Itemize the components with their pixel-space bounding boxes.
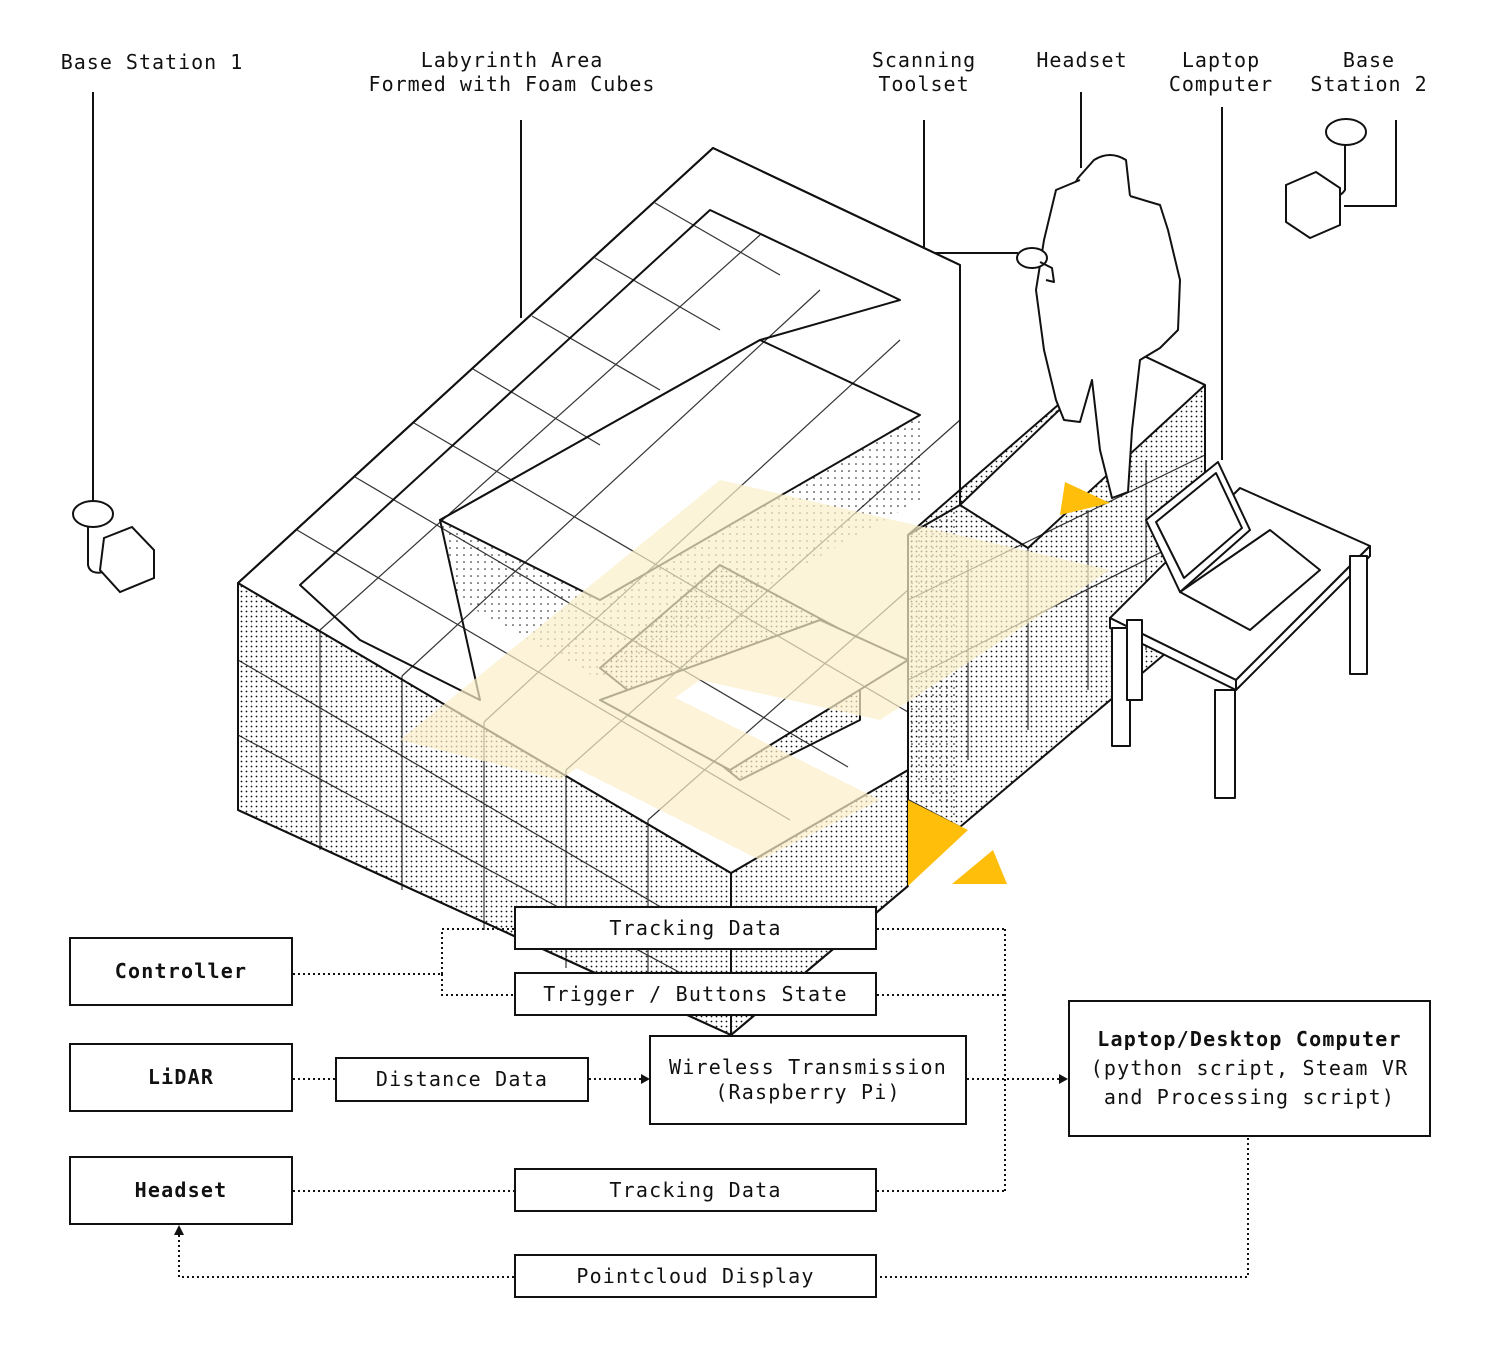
computer-line3: and Processing script)	[1103, 1085, 1396, 1109]
tracking-data-2-label: Tracking Data	[609, 1177, 782, 1202]
base-station-1	[72, 500, 155, 594]
scan-path-highlight	[400, 480, 1110, 860]
pointcloud-display-label: Pointcloud Display	[576, 1263, 815, 1288]
trigger-buttons-label: Trigger / Buttons State	[543, 981, 848, 1006]
label-laptop-line1: Laptop	[1181, 48, 1261, 72]
controller-label: Controller	[114, 959, 248, 983]
scanner-cones	[908, 482, 1110, 886]
label-base-station-1-text: Base Station 1	[60, 50, 244, 74]
tracking-data-1-label: Tracking Data	[609, 915, 782, 940]
label-scanning-line2: Toolset	[878, 72, 970, 96]
lidar-label: LiDAR	[147, 1065, 215, 1089]
label-scanning-line1: Scanning	[871, 48, 977, 72]
laptop	[1145, 461, 1321, 631]
lidar-box: LiDAR	[69, 1043, 293, 1112]
label-base-station-2-line1: Base	[1342, 48, 1396, 72]
label-base-station-2-line2: Station 2	[1310, 72, 1428, 96]
label-labyrinth-line2: Formed with Foam Cubes	[368, 72, 656, 96]
distance-data-label: Distance Data	[375, 1067, 549, 1091]
computer-box: Laptop/Desktop Computer (python script, S…	[1068, 1000, 1431, 1137]
person-figure	[1016, 154, 1181, 499]
label-headset-text: Headset	[1036, 48, 1128, 72]
wireless-transmission-box: Wireless Transmission(Raspberry Pi)	[649, 1035, 967, 1125]
label-headset-top: Headset	[1030, 48, 1134, 72]
headset-box: Headset	[69, 1156, 293, 1225]
label-base-station-1: Base Station 1	[52, 50, 252, 74]
wireless-line2: (Raspberry Pi)	[715, 1080, 901, 1104]
pointcloud-display-box: Pointcloud Display	[514, 1254, 877, 1298]
computer-line2: (python script, Steam VR	[1090, 1056, 1409, 1080]
computer-title: Laptop/Desktop Computer	[1097, 1027, 1402, 1051]
tracking-data-box-1: Tracking Data	[514, 906, 877, 950]
distance-data-box: Distance Data	[335, 1057, 589, 1102]
tracking-data-box-2: Tracking Data	[514, 1168, 877, 1212]
controller-box: Controller	[69, 937, 293, 1006]
label-labyrinth-line1: Labyrinth Area	[420, 48, 604, 72]
label-laptop-line2: Computer	[1168, 72, 1274, 96]
wireless-line1: Wireless Transmission	[668, 1055, 948, 1079]
base-station-2	[1285, 118, 1367, 240]
trigger-buttons-box: Trigger / Buttons State	[514, 972, 877, 1016]
headset-label: Headset	[134, 1178, 228, 1202]
